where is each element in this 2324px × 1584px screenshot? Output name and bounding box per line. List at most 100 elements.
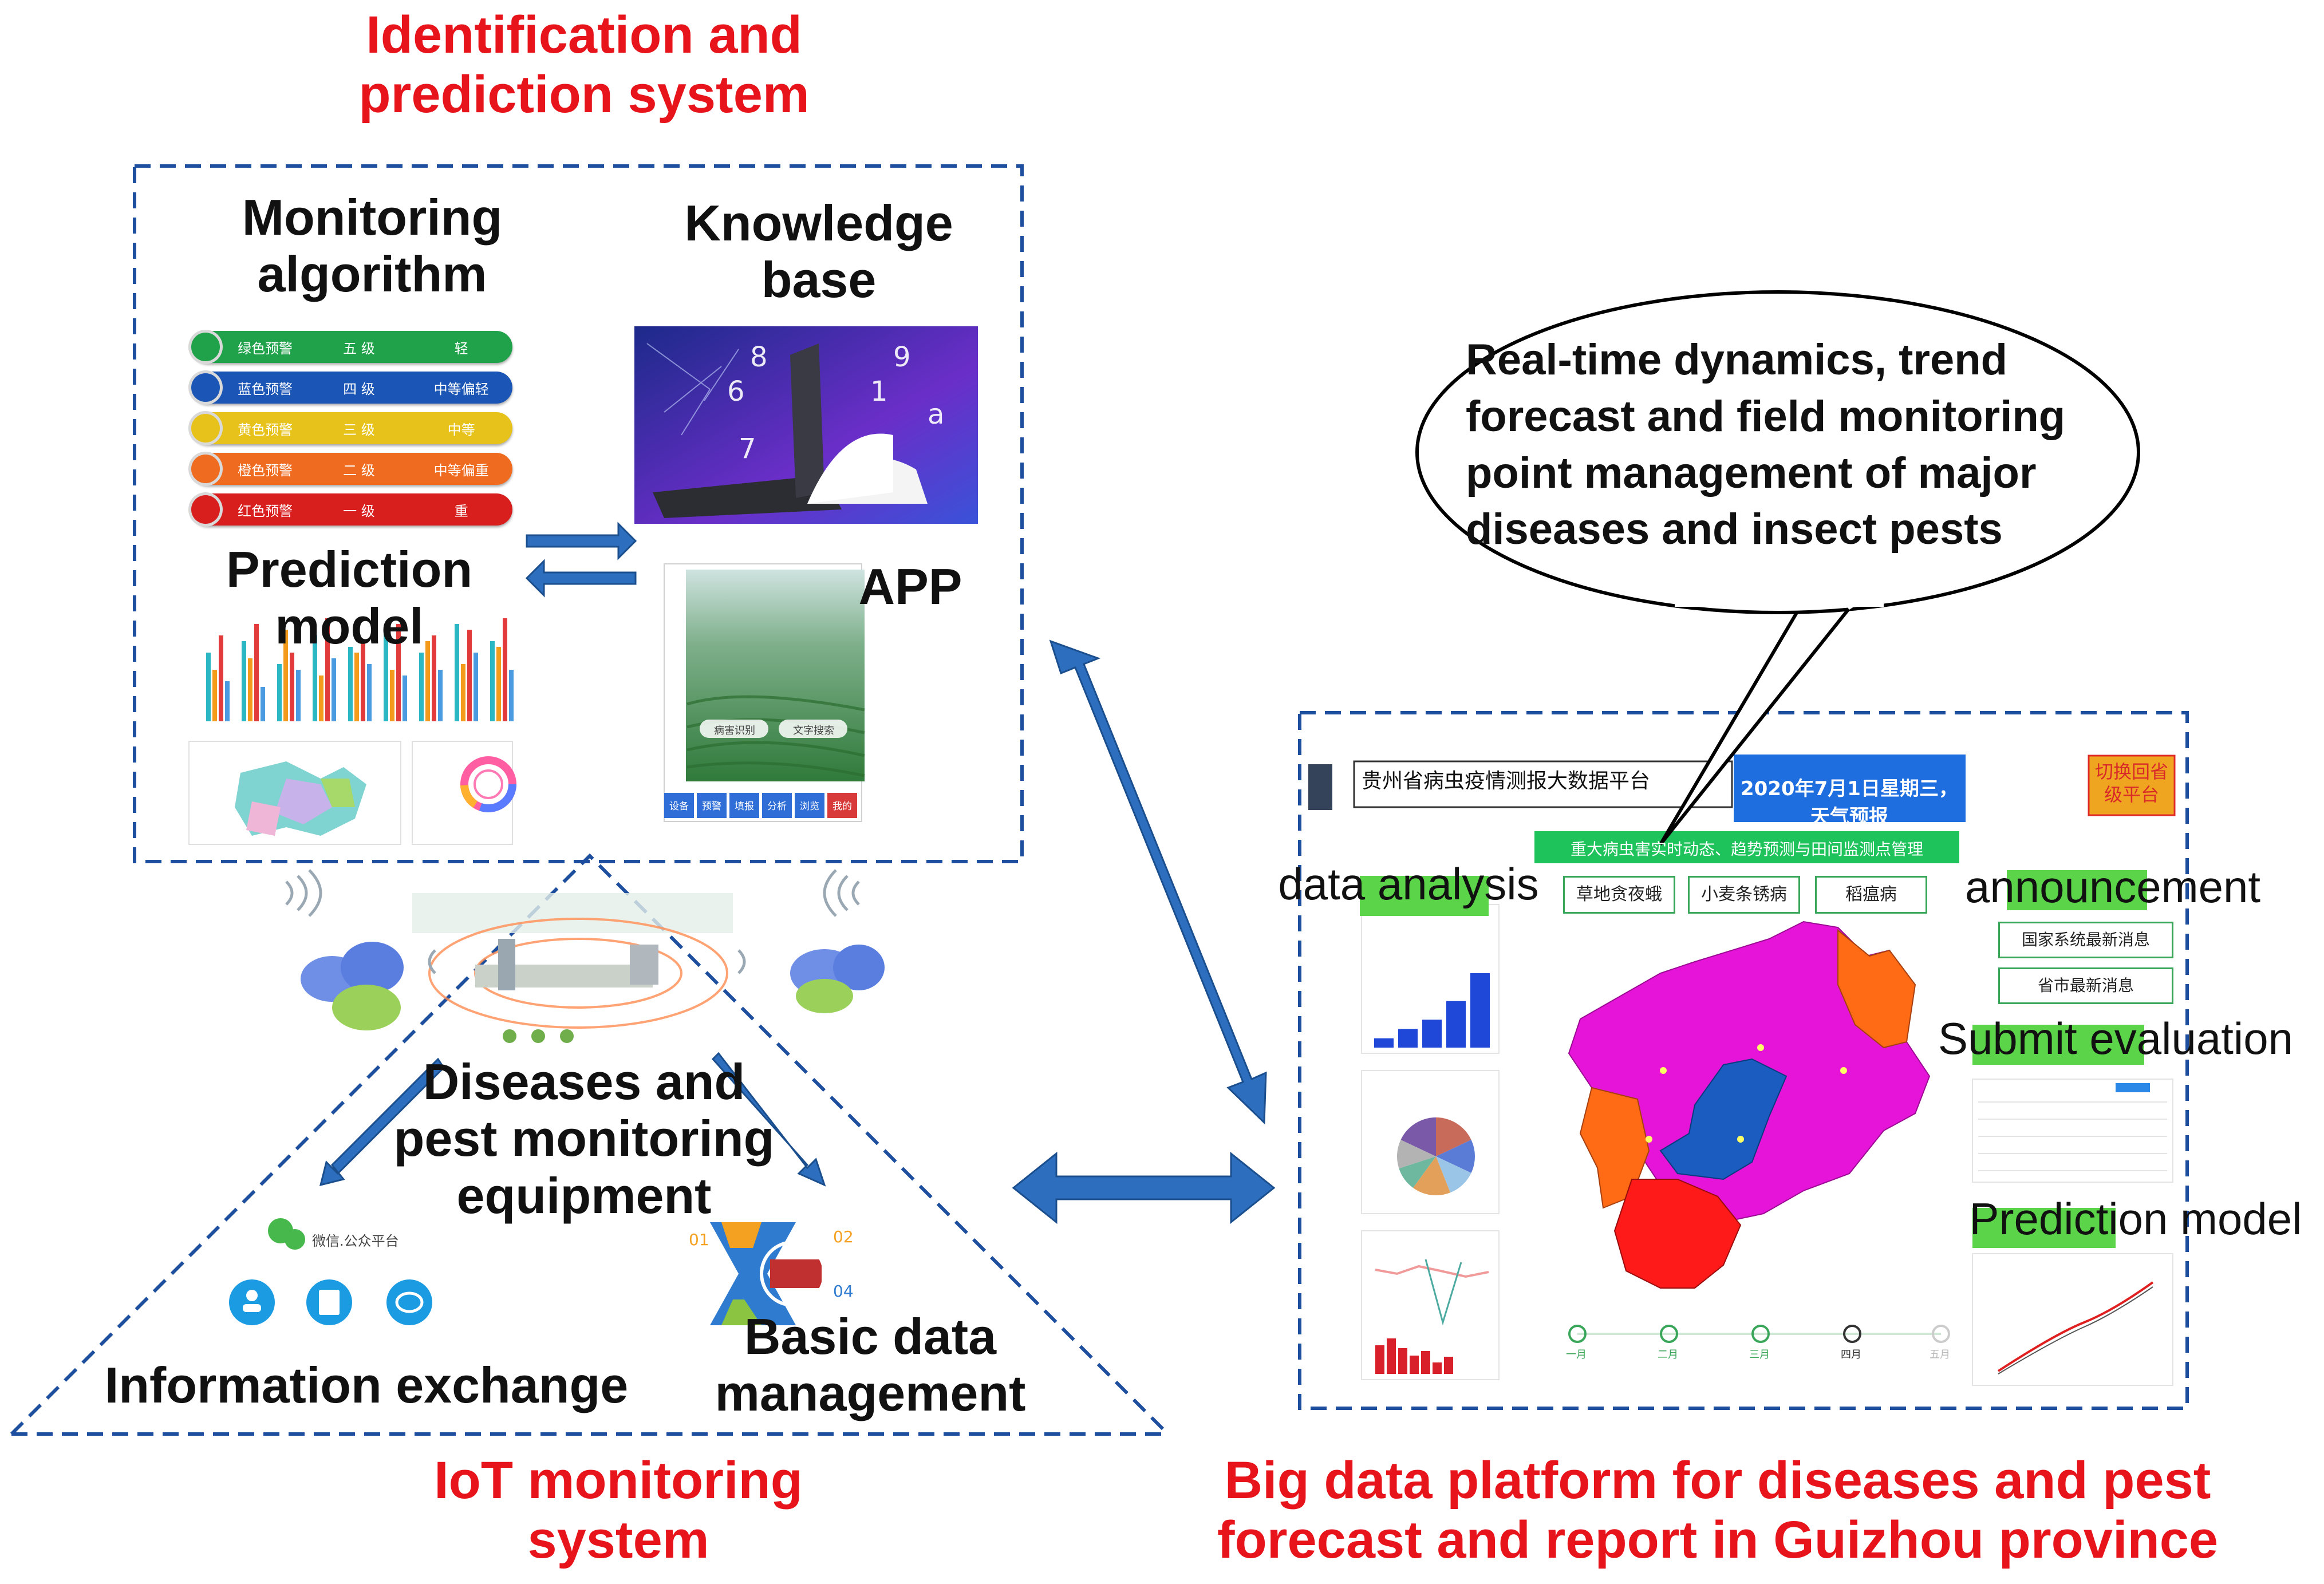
info-exchange-icons <box>229 1218 432 1325</box>
platform-bar <box>1422 1020 1442 1048</box>
month-step-label: 三月 <box>1749 1349 1770 1361</box>
app-tab-label: 填报 <box>735 801 754 812</box>
pie-slice <box>1397 1140 1436 1169</box>
thumb-bar <box>419 653 424 721</box>
warning-severity: 中等偏重 <box>433 462 489 479</box>
app-tab[interactable] <box>762 793 792 818</box>
app-button-search[interactable]: 文字搜索 <box>793 725 834 737</box>
thumb-bar <box>396 624 401 721</box>
app-tab[interactable] <box>795 793 824 818</box>
platform-bar <box>1374 1038 1394 1048</box>
basic-data-label: Basic data management <box>715 1308 1026 1422</box>
iot-network-picture <box>285 869 885 1043</box>
information-exchange-label: Information exchange <box>104 1357 629 1413</box>
thumb-bar <box>254 624 259 721</box>
svg-text:01: 01 <box>689 1230 709 1249</box>
svg-text:7: 7 <box>739 433 756 465</box>
month-step-label: 五月 <box>1930 1349 1950 1361</box>
app-tab-label: 预警 <box>702 801 721 812</box>
thumb-bar <box>432 635 436 721</box>
app-tab[interactable] <box>729 793 759 818</box>
thumb-bar <box>461 664 465 721</box>
thumb-bar <box>277 664 282 721</box>
platform-chart-column <box>1361 904 1500 1380</box>
warning-severity: 中等 <box>447 421 475 438</box>
warning-severity: 中等偏轻 <box>433 381 489 397</box>
platform-bar <box>1446 1001 1466 1048</box>
news-national-button[interactable]: 国家系统最新消息 <box>1998 922 2173 958</box>
cloud-icon-right <box>790 945 885 1013</box>
warning-level-row: 橙色预警二 级中等偏重 <box>188 452 512 486</box>
prediction-model-label: Prediction model <box>226 541 473 655</box>
thumb-bar <box>212 670 217 721</box>
app-tab[interactable] <box>664 793 694 818</box>
warning-level-row: 绿色预警五 级轻 <box>188 330 512 364</box>
app-tab[interactable] <box>827 793 857 818</box>
warning-name: 绿色预警 <box>238 340 293 357</box>
thumb-bar <box>296 670 301 721</box>
warning-light-icon <box>188 452 223 486</box>
thumb-bar <box>283 630 288 721</box>
platform-right-panels <box>1972 1079 2173 1386</box>
iot-title: IoT monitoring system <box>434 1451 803 1569</box>
thumb-bar <box>354 653 359 721</box>
svg-text:a: a <box>928 398 944 430</box>
app-button-disease[interactable]: 病害识别 <box>714 725 755 737</box>
arrow-left-icon <box>525 559 637 598</box>
warning-level: 三 级 <box>343 421 375 438</box>
warning-name: 红色预警 <box>238 503 293 519</box>
app-tab[interactable] <box>697 793 727 818</box>
pest-tab-wheat-rust[interactable]: 小麦条锈病 <box>1688 876 1800 914</box>
warning-light-icon <box>188 330 223 364</box>
pie-slice <box>1436 1117 1471 1156</box>
news-provincial-button[interactable]: 省市最新消息 <box>1998 967 2173 1004</box>
big-data-title: Big data platform for diseases and pest … <box>1217 1451 2219 1569</box>
pest-tab-rice-blast[interactable]: 稻瘟病 <box>1815 876 1927 914</box>
thumb-bar <box>390 670 394 721</box>
wechat-label: 微信.公众平台 <box>312 1233 399 1249</box>
warning-name: 蓝色预警 <box>238 381 293 397</box>
warning-name: 橙色预警 <box>238 462 293 479</box>
warning-light-icon <box>188 411 223 445</box>
monitoring-equipment-label: Diseases and pest monitoring equipment <box>393 1053 775 1224</box>
thumb-bar <box>367 664 372 721</box>
prediction-model-bar <box>1972 1208 2116 1248</box>
thumb-bar <box>261 687 265 721</box>
platform-prediction-model-label: Prediction model <box>1969 1194 2302 1244</box>
iot-triangle-left-right <box>10 853 1170 1436</box>
switch-platform-button[interactable]: 切换回省级平台 <box>2094 761 2168 805</box>
platform-header-title: 贵州省病虫疫情测报大数据平台 <box>1362 769 1651 793</box>
warning-light-icon <box>188 370 223 405</box>
warning-level: 四 级 <box>343 381 375 397</box>
thumb-bar <box>496 647 501 721</box>
month-step-label: 四月 <box>1841 1349 1861 1361</box>
app-tab-label: 分析 <box>767 801 787 812</box>
platform-subtitle: 重大病虫害实时动态、趋势预测与田间监测点管理 <box>1570 840 1923 859</box>
guizhou-map-thumbnail <box>188 741 516 845</box>
thumb-bar <box>425 641 430 721</box>
platform-header-graphics <box>1308 755 2176 863</box>
thumb-bar <box>403 676 407 721</box>
svg-text:9: 9 <box>893 341 911 373</box>
platform-bar <box>1470 973 1490 1048</box>
svg-text:6: 6 <box>727 376 745 408</box>
thumb-bar <box>348 647 353 721</box>
platform-date-weather: 2020年7月1日星期三，天气预报 <box>1741 777 1958 828</box>
thumb-bar <box>219 635 223 721</box>
month-step-label: 一月 <box>1566 1349 1587 1361</box>
pest-tab-fall-armyworm[interactable]: 草地贪夜蛾 <box>1563 876 1675 914</box>
thumb-bar <box>509 670 514 721</box>
thumb-bar <box>290 653 294 721</box>
app-tab-label: 浏览 <box>800 801 819 812</box>
diagonal-double-arrow <box>1049 639 1267 1125</box>
platform-bar <box>1398 1029 1418 1048</box>
warning-level-row: 黄色预警三 级中等 <box>188 411 512 445</box>
svg-text:1: 1 <box>870 376 888 408</box>
cloud-icon-left <box>301 942 404 1030</box>
app-tab-label: 我的 <box>832 801 852 812</box>
arrow-right-icon <box>526 522 637 560</box>
guizhou-province-map <box>1568 921 1931 1289</box>
thumb-bar <box>206 653 211 721</box>
